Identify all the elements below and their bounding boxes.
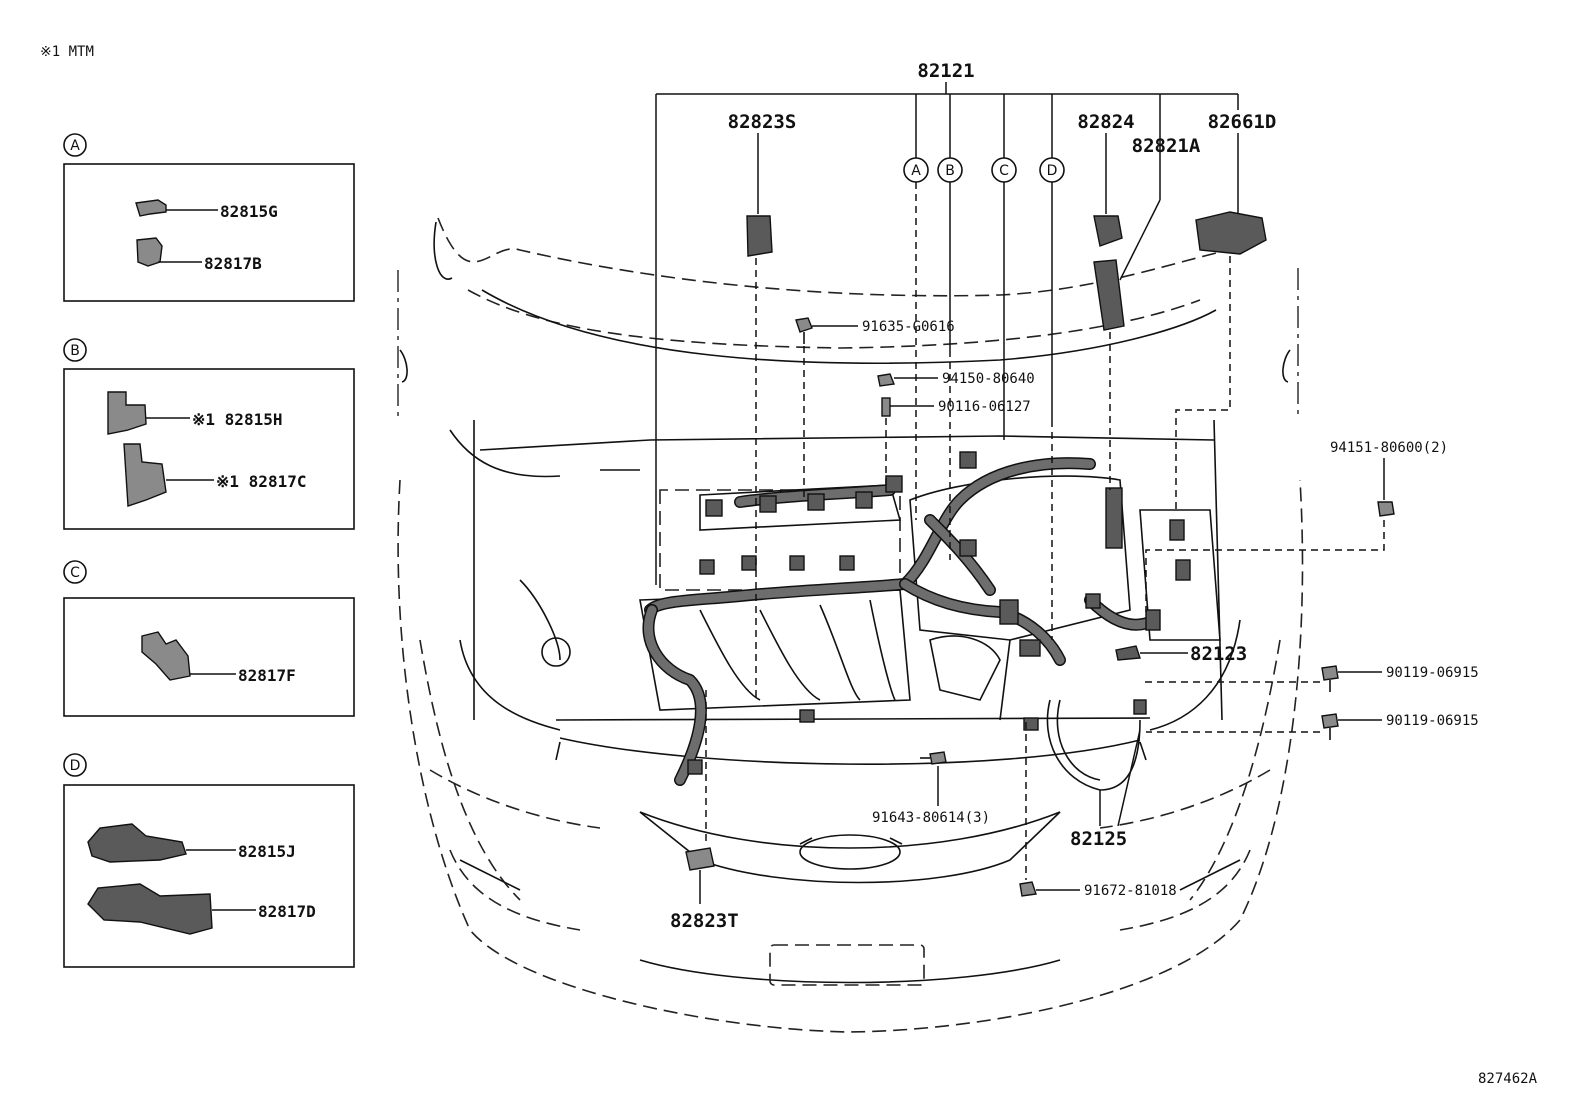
label-82823s: 82823S xyxy=(728,111,797,133)
fastener-94150: 94150-80640 xyxy=(877,371,1035,387)
part-82123: 82123 xyxy=(1115,643,1247,665)
label-82817c: ※1 82817C xyxy=(216,472,306,491)
connector-82815h-icon xyxy=(107,391,190,435)
fastener-90119-a: 90119-06915 xyxy=(1140,665,1479,692)
clamp-82123-icon xyxy=(1115,645,1141,661)
panel-marker-d: D xyxy=(70,758,81,774)
vehicle-outline xyxy=(397,217,1304,1033)
marker-d: D xyxy=(1047,163,1058,179)
connector-82817d-icon xyxy=(87,883,256,935)
nut-94150-icon xyxy=(877,373,895,387)
bolt-91635-icon xyxy=(795,317,813,333)
label-91643: 91643-80614(3) xyxy=(872,810,990,826)
label-82824: 82824 xyxy=(1077,111,1134,133)
label-82661d: 82661D xyxy=(1208,111,1277,133)
label-90116: 90116-06127 xyxy=(938,399,1031,415)
nut-94151-icon xyxy=(1377,501,1395,517)
label-82821a: 82821A xyxy=(1132,135,1201,157)
fastener-91643: 91643-80614(3) xyxy=(872,751,990,826)
label-90119b: 90119-06915 xyxy=(1386,713,1479,729)
fastener-90116: 90116-06127 xyxy=(881,397,1031,490)
part-82661d: 82661D xyxy=(1175,111,1277,510)
part-82823t: 82823T xyxy=(670,690,739,932)
panel-marker-c: C xyxy=(70,565,80,581)
fastener-91672: 91672-81018 xyxy=(1019,722,1177,899)
label-82817b: 82817B xyxy=(204,254,262,273)
label-82817f: 82817F xyxy=(238,666,296,685)
connector-82823t-icon xyxy=(685,847,715,871)
marker-a: A xyxy=(911,163,921,179)
connector-82823s-icon xyxy=(746,215,773,257)
fastener-90119-b: 90119-06915 xyxy=(1146,713,1479,740)
bolt-91672-icon xyxy=(1019,881,1037,897)
wiring-harness-82121 xyxy=(642,451,1191,791)
connector-82824-icon xyxy=(1093,215,1123,247)
part-82821a: 82821A xyxy=(1093,135,1201,490)
part-82823s: 82823S xyxy=(728,111,797,700)
panel-marker-b: B xyxy=(70,343,80,359)
label-82123: 82123 xyxy=(1190,643,1247,665)
label-90119a: 90119-06915 xyxy=(1386,665,1479,681)
bolt-91643-icon xyxy=(929,751,947,765)
connector-82817c-icon xyxy=(123,443,214,507)
connector-82817f-icon xyxy=(141,631,236,681)
label-91635: 91635-G0616 xyxy=(862,319,955,335)
stud-90116-icon xyxy=(881,397,891,417)
marker-b: B xyxy=(945,163,955,179)
connector-82815j-icon xyxy=(87,823,236,863)
detail-panel-a: A 82815G 82817B xyxy=(63,133,355,302)
label-82815j: 82815J xyxy=(238,842,296,861)
detail-panel-b: B ※1 82815H ※1 82817C xyxy=(63,338,355,530)
label-94151: 94151-80600(2) xyxy=(1330,440,1448,456)
label-82121: 82121 xyxy=(917,60,974,82)
mtm-note: ※1 MTM xyxy=(40,44,94,60)
top-markers: A B C D xyxy=(903,157,1065,640)
fastener-91635: 91635-G0616 xyxy=(795,317,955,500)
marker-c: C xyxy=(999,163,1009,179)
panel-marker-a: A xyxy=(70,138,80,154)
detail-panel-c: C 82817F xyxy=(63,560,355,717)
label-82125: 82125 xyxy=(1070,828,1127,850)
cover-82821a-icon xyxy=(1093,259,1125,331)
detail-panel-d: D 82815J 82817D xyxy=(63,753,355,968)
fastener-94151: 94151-80600(2) xyxy=(1145,440,1448,612)
bolt-90119b-icon xyxy=(1321,713,1339,729)
label-82815g: 82815G xyxy=(220,202,278,221)
label-94150: 94150-80640 xyxy=(942,371,1035,387)
block-82661d-icon xyxy=(1195,211,1267,255)
connector-82815g-icon xyxy=(135,199,218,217)
label-82817d: 82817D xyxy=(258,902,316,921)
connector-82817b-icon xyxy=(136,237,202,267)
label-91672: 91672-81018 xyxy=(1084,883,1177,899)
figure-id: 827462A xyxy=(1478,1071,1538,1087)
part-82125: 82125 xyxy=(1070,729,1141,850)
label-82823t: 82823T xyxy=(670,910,739,932)
label-82815h: ※1 82815H xyxy=(192,410,282,429)
bolt-90119a-icon xyxy=(1321,665,1339,681)
bracket-82121: 82121 xyxy=(655,60,1239,585)
part-82824: 82824 xyxy=(1077,111,1135,247)
